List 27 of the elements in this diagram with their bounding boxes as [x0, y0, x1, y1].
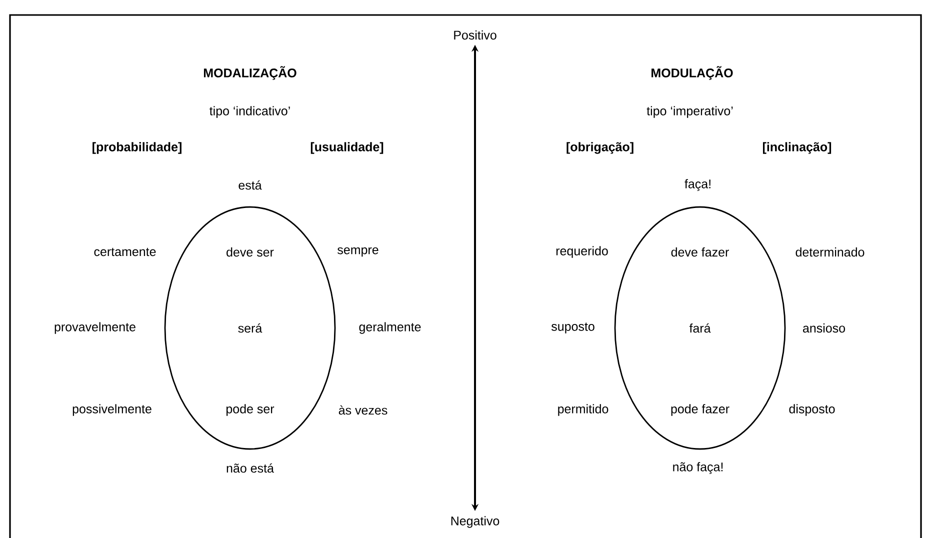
scale-label: suposto — [551, 322, 594, 334]
scale-label: possivelmente — [72, 404, 152, 416]
category-label: [probabilidade] — [92, 142, 182, 154]
axis-label: Positivo — [454, 30, 496, 40]
scale-label: geralmente — [359, 322, 421, 334]
ellipse — [164, 206, 336, 450]
ellipse-text: pode ser — [226, 404, 274, 416]
ellipse-text: pode fazer — [671, 404, 730, 416]
category-label: [obrigação] — [566, 142, 634, 154]
scale-label: provavelmente — [54, 322, 136, 334]
ellipse-text: deve fazer — [671, 247, 729, 257]
scale-label: está — [238, 180, 262, 190]
category-label: [usualidade] — [310, 142, 384, 154]
ellipse-text: fará — [689, 323, 711, 333]
axis-label: Negativo — [451, 516, 500, 528]
subheading: tipo ‘indicativo’ — [210, 106, 290, 118]
scale-label: ansioso — [803, 323, 846, 333]
ellipse — [614, 206, 786, 450]
ellipse-text: será — [238, 323, 262, 333]
subheading: tipo ‘imperativo’ — [646, 106, 733, 118]
scale-label: não está — [226, 463, 274, 473]
heading: MODULAÇÃO — [652, 66, 733, 80]
category-label: [inclinação] — [763, 142, 832, 154]
scale-label: não faça! — [673, 462, 723, 474]
ellipse-text: deve ser — [226, 247, 274, 257]
heading: MODALIZAÇÃO — [204, 66, 296, 80]
scale-label: faça! — [684, 179, 710, 191]
